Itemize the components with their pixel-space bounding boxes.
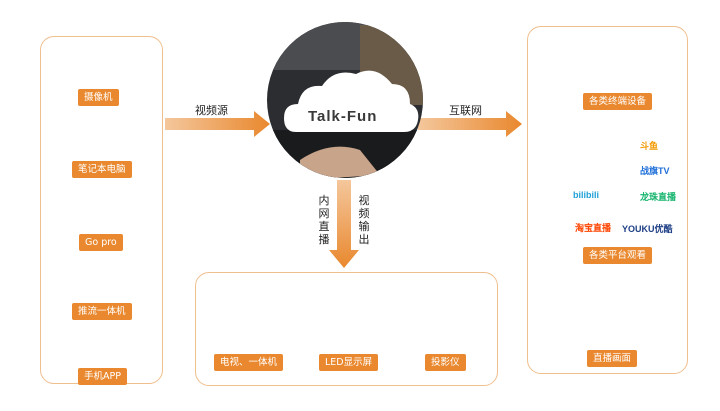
source-panel: [40, 36, 163, 384]
source-label-phone-app: 手机APP: [78, 368, 127, 385]
output-label-projector: 投影仪: [425, 354, 466, 371]
platform-taobao: 淘宝直播: [575, 223, 612, 233]
arrow-down-label-2: 视频输出: [358, 194, 370, 246]
platform-douyu: 斗鱼: [640, 141, 659, 151]
platform-bilibili: bilibili: [573, 190, 599, 200]
arrow-left-label: 视频源: [195, 104, 228, 117]
devices-label: 各类终端设备: [583, 93, 653, 110]
logo-text: Talk-Fun: [308, 108, 378, 125]
source-label-gopro: Go pro: [79, 234, 123, 251]
platform-youku: YOUKU优酷: [622, 224, 673, 234]
output-label-led: LED显示屏: [319, 354, 379, 371]
platform-zhanqi: 战旗TV: [640, 166, 670, 176]
terminal-panel: [527, 26, 688, 374]
arrow-down: [329, 180, 359, 268]
live-label: 直播画面: [587, 350, 638, 367]
arrow-right: [418, 111, 522, 137]
source-label-camera: 摄像机: [78, 89, 119, 106]
platform-longzhu: 龙珠直播: [640, 192, 677, 202]
source-label-streaming-machine: 推流一体机: [72, 303, 132, 320]
arrow-right-label: 互联网: [449, 104, 482, 117]
output-label-tv: 电视、一体机: [214, 354, 284, 371]
platforms-label: 各类平台观看: [583, 247, 653, 264]
arrow-left: [165, 111, 270, 137]
arrow-down-label-1: 内网直播: [318, 194, 330, 246]
source-label-laptop: 笔记本电脑: [72, 161, 132, 178]
cloud-shape: [284, 70, 419, 132]
